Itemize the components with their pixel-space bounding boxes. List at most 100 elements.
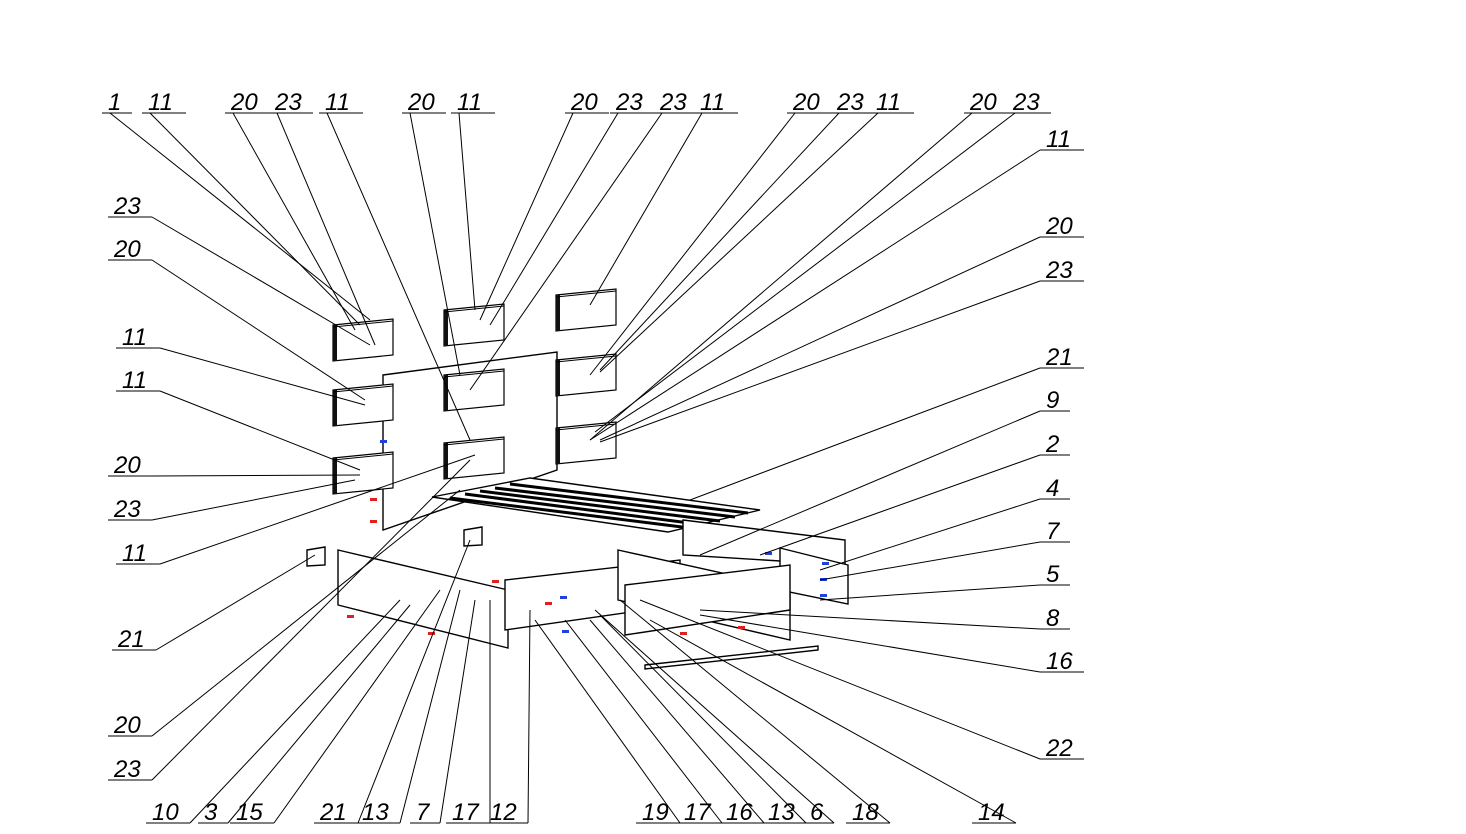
callout-label: 7 [416,799,431,826]
callout-left: 11 [116,454,476,567]
fastener-red [428,632,435,635]
leader-line [599,112,879,373]
callout-top: 11 [451,89,495,311]
fastener-red [738,626,745,629]
leader-line [589,619,765,824]
callout-top: 20 [589,89,831,376]
callout-label: 23 [615,89,643,116]
leader-line [589,112,703,306]
leader-line [489,112,619,326]
leader-line [639,599,1041,760]
callout-label: 23 [113,756,141,783]
callout-right: 4 [819,475,1070,571]
callout-right: 7 [819,518,1070,581]
leader-line [458,112,476,311]
callout-right: 23 [599,257,1084,443]
leader-line [151,474,361,477]
callout-right: 22 [639,599,1084,762]
callout-label: 20 [113,236,141,263]
callout-top: 23 [269,89,376,346]
leader-line [599,280,1041,443]
callout-label: 23 [274,89,302,116]
callout-label: 17 [452,799,480,826]
leader-line [151,259,366,401]
callout-label: 20 [407,89,435,116]
callout-left: 20 [108,452,361,479]
leader-line [232,112,356,331]
callout-label: 4 [1046,475,1059,502]
callout-left: 20 [108,236,366,401]
cushion [443,368,505,412]
callout-left: 11 [116,324,366,406]
fastener-blue [820,594,827,597]
callout-bottom: 13 [599,614,807,826]
callout-label: 1 [108,89,121,116]
callout-label: 22 [1045,735,1073,762]
cushion [443,436,505,480]
callout-label: 11 [122,367,147,394]
callout-bottom: 21 [314,539,471,826]
callout-label: 6 [810,799,824,826]
callout-left: 23 [108,479,356,523]
callout-label: 20 [570,89,598,116]
fastener-red [370,498,377,501]
cushion-edge-line [443,370,505,378]
callout-label: 21 [1045,344,1073,371]
callout-right: 21 [689,344,1084,501]
fastener-red [680,632,687,635]
leader-line [159,390,361,471]
leader-line [534,619,681,824]
leader-line [151,479,356,521]
callout-label: 23 [1045,257,1073,284]
callout-label: 23 [1012,89,1040,116]
leader-line [649,619,1017,824]
callout-label: 17 [684,799,712,826]
callout-bottom: 16 [589,619,765,826]
callout-right: 11 [589,126,1084,441]
leader-line [159,347,366,406]
callout-label: 7 [1046,518,1061,545]
cushion-edge [333,325,337,361]
callout-label: 19 [642,799,669,826]
callout-left: 23 [108,459,471,783]
leader-line [469,112,663,391]
leader-line [151,216,371,346]
callout-label: 11 [325,89,350,116]
leader-line [599,112,840,371]
callout-label: 11 [1046,126,1071,153]
leader-line [589,112,796,376]
cushion [555,421,617,465]
callout-left: 23 [108,193,371,346]
bracket-2 [463,526,483,547]
callout-top: 20 [225,89,356,331]
callout-label: 11 [122,324,147,351]
callout-bottom: 17 [564,619,723,826]
fastener-blue [822,562,829,565]
callout-label: 3 [204,799,218,826]
cushion-edge [333,390,337,426]
callout-left: 20 [108,489,461,739]
cushion-edge-line [332,453,394,461]
callout-label: 21 [117,626,145,653]
callout-label: 5 [1046,561,1060,588]
callout-label: 20 [792,89,820,116]
callout-top: 1 [102,89,371,321]
fastener-red [492,580,499,583]
cushion-edge [444,310,448,346]
callout-bottom: 19 [534,619,681,826]
floor-strip [644,645,819,670]
leader-line [357,539,471,824]
callout-bottom: 15 [230,589,441,826]
leader-line [189,599,401,824]
callout-label: 10 [152,799,179,826]
cushion-edge-line [332,320,394,328]
cushion-edge-line [555,423,617,431]
callout-label: 8 [1046,605,1060,632]
leader-line [109,112,371,321]
headboard-cushions [332,288,617,495]
leader-line [273,589,441,824]
leader-line [479,112,574,321]
callout-label: 11 [148,89,173,116]
callout-label: 13 [768,799,795,826]
